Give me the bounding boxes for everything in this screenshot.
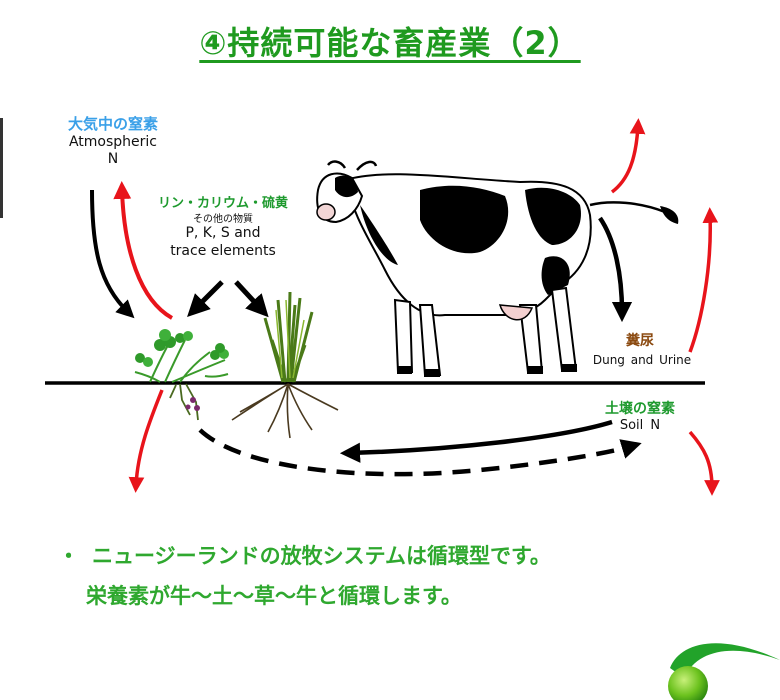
soil-n-label-en: Soil N [619, 418, 661, 433]
atmospheric-n-label-en: Atmospheric N [48, 134, 178, 168]
cow-illustration [316, 160, 679, 377]
dung-to-atm-arrow [688, 207, 719, 353]
dung-label-jp: 糞尿 [626, 333, 654, 349]
atmospheric-label-line2: N [107, 151, 119, 167]
pks-label-line1: P, K, S and [185, 225, 261, 241]
pks-label-small: その他の物質 [193, 214, 253, 225]
description-line2: 栄養素が牛～土～草～牛と循環します。 [86, 584, 462, 608]
soil-leach-arrow-right [688, 430, 720, 496]
description-text: ・ニュージーランドの放牧システムは循環型です。 栄養素が牛～土～草～牛と循環しま… [58, 536, 748, 616]
atmospheric-label-line1: Atmospheric [68, 134, 158, 150]
soil-to-plant-arrow [339, 419, 613, 463]
pks-label-line2: trace elements [170, 243, 276, 259]
description-line1-text: ニュージーランドの放牧システムは循環型です。 [92, 544, 551, 568]
logo-swoosh-icon [668, 643, 780, 700]
bullet: ・ [58, 544, 79, 568]
description-line1: ・ニュージーランドの放牧システムは循環型です。 [58, 536, 748, 576]
left-edge-bar [0, 118, 3, 218]
dung-arrow [598, 216, 633, 323]
pks-label-en: P, K, S and trace elements [148, 224, 298, 260]
grass-plant-icon [231, 291, 339, 439]
page-title: ④持続可能な畜産業（2） [199, 24, 581, 62]
pks-to-clover-arrow [187, 280, 224, 317]
plant-to-soil-dashed-arrow [198, 428, 642, 477]
plant-to-atm-arrow [113, 181, 174, 320]
soil-n-label-jp: 土壌の窒素 [605, 401, 675, 417]
atm-to-plant-arrow [90, 189, 135, 319]
nitrogen-cycle-diagram [45, 118, 720, 496]
atmospheric-n-label-jp: 大気中の窒素 [67, 115, 158, 133]
cow-emission-arrow [610, 118, 646, 194]
soil-leach-arrow-left [128, 389, 164, 493]
pks-to-grass-arrow [234, 280, 269, 318]
dung-label-en: Dung and Urine [592, 353, 692, 367]
clover-plant-icon [134, 329, 229, 421]
pks-label-jp: リン・カリウム・硫黄 [157, 196, 288, 211]
